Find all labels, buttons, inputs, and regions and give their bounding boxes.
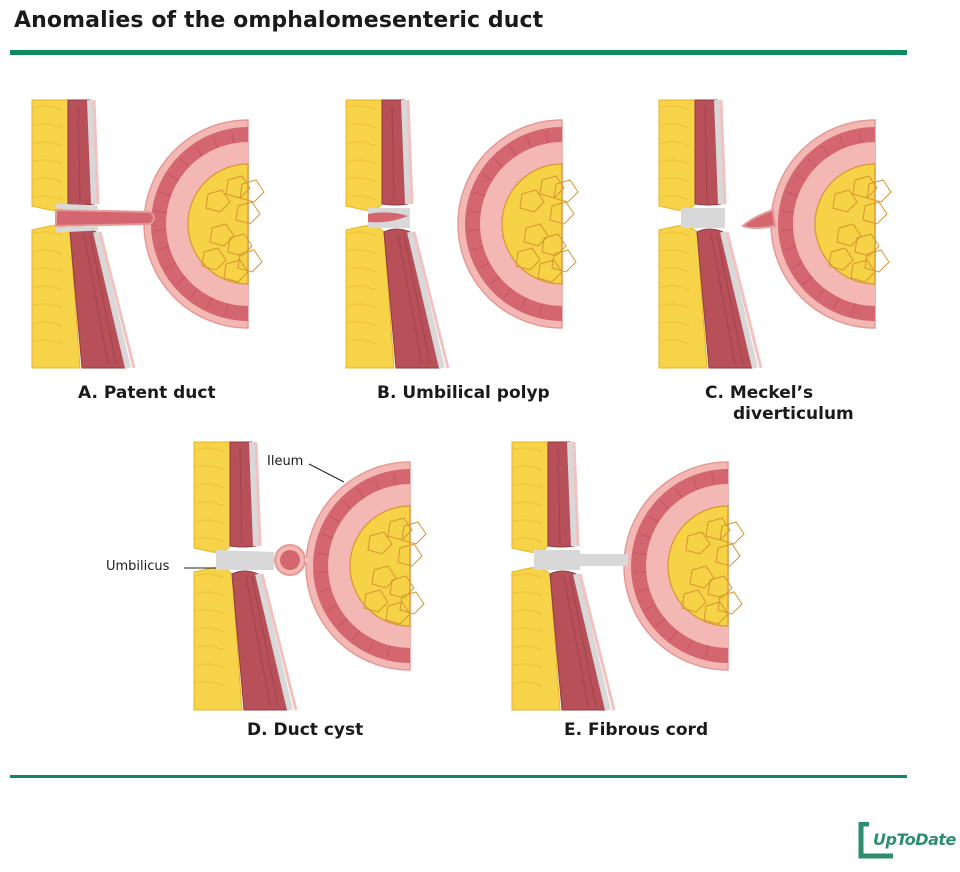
duct-remnant [55,203,155,233]
umbilicus-leader-line [184,567,216,569]
ileum-section [457,119,579,329]
bottom-divider [10,775,907,778]
caption-meckels-line2: diverticulum [733,404,854,424]
uptodate-logo-mark [858,822,893,859]
abdominal-wall [193,441,298,711]
fibrous-cord-illustration [511,441,745,711]
caption-duct-cyst: D. Duct cyst [247,720,364,740]
abdominal-wall [511,441,616,711]
abdominal-wall [345,99,450,369]
caption-meckels-line1: C. Meckel’s [705,383,814,403]
ileum-section [305,461,427,671]
abdominal-wall [658,99,763,369]
caption-fibrous-cord: E. Fibrous cord [564,720,709,740]
ileum-section [143,119,265,329]
umbilical-polyp-illustration [345,99,579,369]
title-divider [10,50,907,55]
duct-remnant [681,208,777,229]
duct-remnant [216,544,308,576]
patent-duct-illustration [31,99,265,369]
uptodate-logo: UpToDate [855,822,956,862]
abdominal-wall [31,99,136,369]
ileum-leader-line [308,463,345,483]
duct-remnant [368,208,410,228]
page-title: Anomalies of the omphalomesenteric duct [14,8,544,33]
caption-patent-duct: A. Patent duct [78,383,216,403]
callout-umbilicus: Umbilicus [106,559,170,574]
callout-ileum: Ileum [267,454,304,469]
duct-cyst-illustration [193,441,427,711]
meckels-diverticulum-illustration [658,99,892,369]
ileum-section [623,461,745,671]
ileum-section [770,119,892,329]
duct-remnant [534,550,628,570]
caption-umbilical-polyp: B. Umbilical polyp [377,383,550,403]
uptodate-logo-text: UpToDate [873,830,956,849]
